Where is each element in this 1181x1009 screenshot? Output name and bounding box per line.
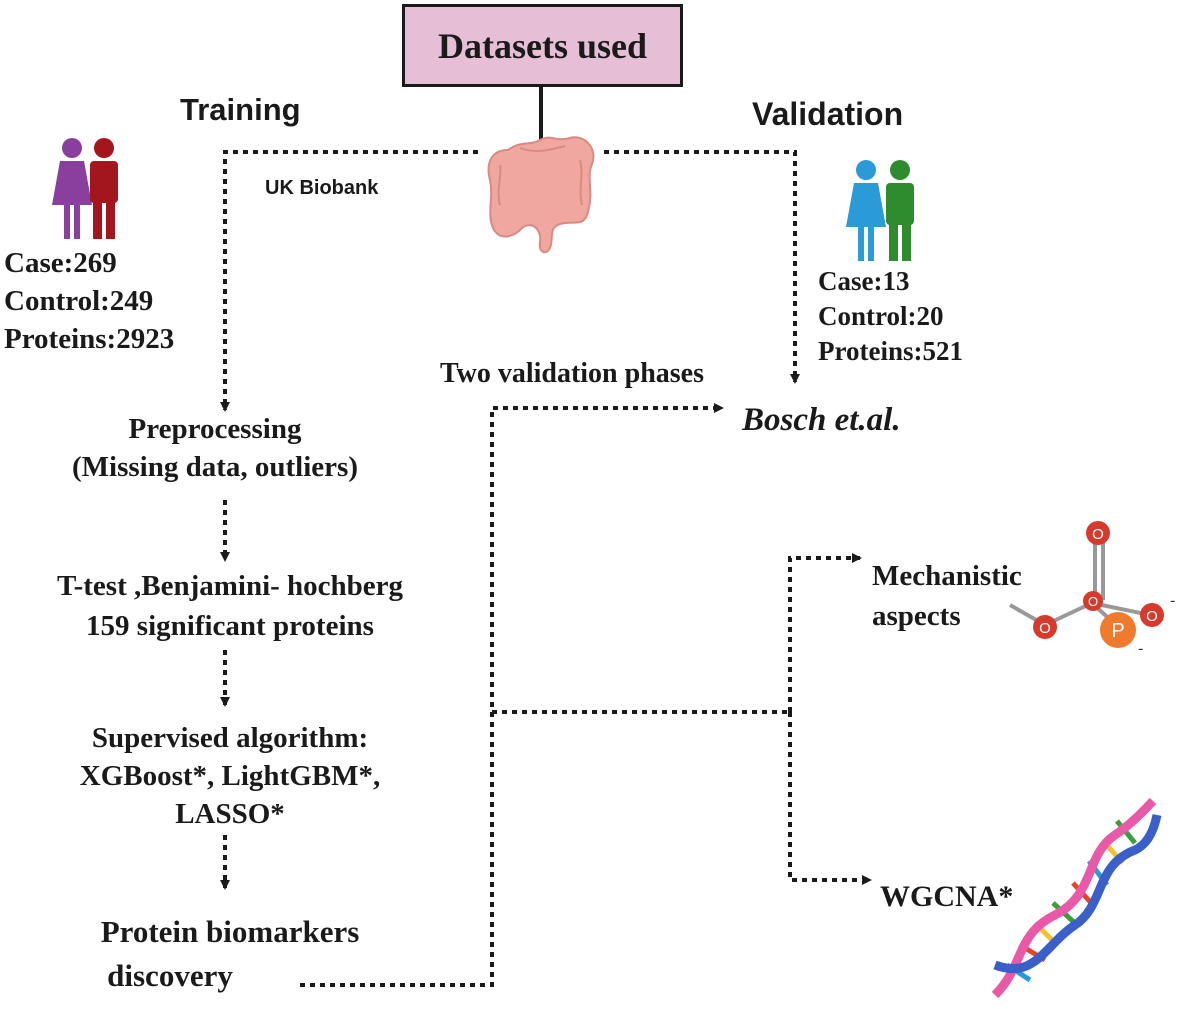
uk-biobank-label: UK Biobank	[265, 177, 379, 199]
svg-text:O: O	[1092, 526, 1104, 543]
preprocessing-step: Preprocessing (Missing data, outliers)	[20, 410, 410, 486]
training-people-icon	[52, 138, 118, 239]
training-branch-line	[220, 150, 478, 412]
validation-proteins: Proteins:521	[818, 336, 963, 366]
svg-text:O: O	[1088, 594, 1098, 609]
svg-text:P: P	[1111, 620, 1124, 642]
supervised-line-1: Supervised algorithm:	[91, 722, 369, 754]
preprocessing-line-1: Preprocessing	[128, 413, 302, 445]
validation-stats: Case:13 Control:20 Proteins:521	[818, 264, 963, 369]
svg-text:O: O	[1146, 608, 1158, 625]
phosphate-icon: O O O O P - -	[1009, 521, 1175, 657]
validation-people-icon	[846, 160, 914, 261]
title-box: Datasets used	[402, 4, 683, 87]
svg-text:-: -	[1138, 640, 1143, 657]
svg-text:-: -	[1170, 592, 1175, 609]
training-case: Case:269	[4, 247, 117, 279]
ttest-step: T-test ,Benjamini- hochberg 159 signific…	[10, 566, 450, 646]
validation-case: Case:13	[818, 266, 910, 296]
biomarkers-step: Protein biomarkers discovery	[40, 910, 420, 998]
validation-branch-line	[604, 150, 800, 384]
validation-heading: Validation	[752, 96, 904, 132]
biomarkers-line-2: discovery	[107, 958, 233, 993]
supervised-line-3: LASSO*	[175, 798, 285, 830]
ttest-line-1: T-test ,Benjamini- hochberg	[56, 570, 404, 602]
supervised-line-2: XGBoost*, LightGBM*,	[79, 760, 381, 792]
mechanistic-line-2: aspects	[872, 600, 961, 632]
supervised-step: Supervised algorithm: XGBoost*, LightGBM…	[30, 719, 430, 833]
validation-reference: Bosch et.al.	[742, 402, 901, 438]
preprocessing-line-2: (Missing data, outliers)	[72, 451, 358, 483]
biomarkers-to-validation-line	[300, 403, 724, 987]
biomarkers-line-1: Protein biomarkers	[100, 914, 360, 949]
training-heading: Training	[180, 92, 301, 127]
mechanistic-output: Mechanistic aspects	[872, 556, 1022, 636]
training-proteins: Proteins:2923	[4, 323, 175, 355]
colon-icon	[487, 136, 595, 254]
svg-text:O: O	[1039, 620, 1051, 637]
training-control: Control:249	[4, 285, 154, 317]
training-stats: Case:269 Control:249 Proteins:2923	[4, 244, 174, 358]
title-text: Datasets used	[437, 25, 647, 66]
mechanistic-line-1: Mechanistic	[872, 560, 1022, 592]
ttest-line-2: 159 significant proteins	[86, 610, 374, 642]
validation-phases-label: Two validation phases	[440, 358, 704, 389]
wgcna-output: WGCNA*	[880, 880, 1014, 913]
dna-icon	[991, 797, 1162, 999]
validation-control: Control:20	[818, 301, 944, 331]
